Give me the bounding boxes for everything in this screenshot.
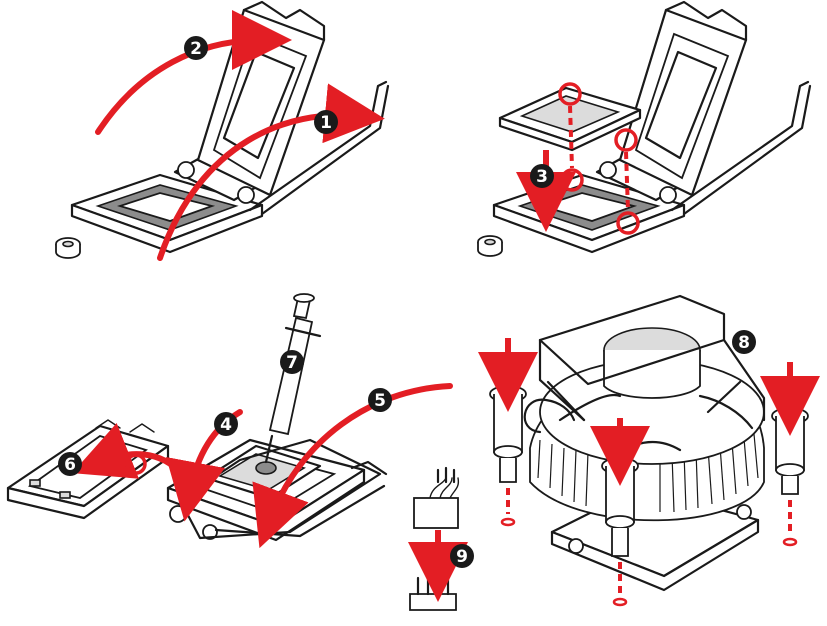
step-badge-8: 8: [732, 330, 756, 354]
socket-lever: [670, 80, 812, 216]
mounting-hole: [612, 597, 628, 607]
thermal-paste-syringe: [264, 293, 322, 464]
thermal-paste-dot: [255, 461, 277, 475]
load-plate-open-arrow: [95, 10, 292, 135]
mounting-hole: [500, 517, 516, 527]
step-badge-6: 6: [58, 452, 82, 476]
panel-fan-connector: [408, 466, 468, 611]
cap-tab-marker: [125, 453, 147, 475]
step-number: 7: [286, 353, 298, 373]
step-number: 4: [220, 415, 232, 435]
step-number: 9: [456, 547, 468, 567]
cpu-fan-header: [409, 576, 457, 611]
panel-open-socket: [55, 0, 390, 261]
panel-apply-paste: [6, 293, 453, 549]
step-badge-9: 9: [450, 544, 474, 568]
step-number: 6: [64, 455, 76, 475]
step-number: 1: [320, 113, 332, 133]
socket-key-marker: [616, 211, 640, 235]
cooler-push-pin: [771, 407, 809, 495]
fan-cable: [523, 398, 576, 434]
cpu-notch-marker: [558, 82, 582, 106]
step-badge-3: 3: [530, 164, 554, 188]
socket-load-plate: [618, 0, 748, 197]
step-number: 3: [536, 167, 548, 187]
alignment-guide: [568, 105, 574, 169]
alignment-guide: [624, 151, 630, 212]
step-number: 5: [374, 391, 386, 411]
step-badge-2: 2: [184, 36, 208, 60]
socket-hinge: [173, 156, 260, 204]
fan-cable-connector: [413, 466, 460, 529]
step-badge-5: 5: [368, 388, 392, 412]
step-badge-1: 1: [314, 110, 338, 134]
cooler-push-pin: [489, 385, 527, 483]
cpu-chip: [498, 86, 642, 152]
panel-insert-cpu: [477, 0, 812, 257]
close-lever-arrow: [252, 383, 453, 549]
step-number: 2: [190, 39, 202, 59]
step-number: 8: [738, 333, 750, 353]
cooler-fan: [539, 327, 765, 465]
mounting-hole: [782, 537, 798, 547]
socket-screw-icon: [55, 237, 81, 259]
socket-screw-icon: [477, 235, 503, 257]
step-badge-7: 7: [280, 350, 304, 374]
step-badge-4: 4: [214, 412, 238, 436]
cpu-notch-marker: [614, 128, 638, 152]
panel-cooler: [478, 294, 820, 607]
